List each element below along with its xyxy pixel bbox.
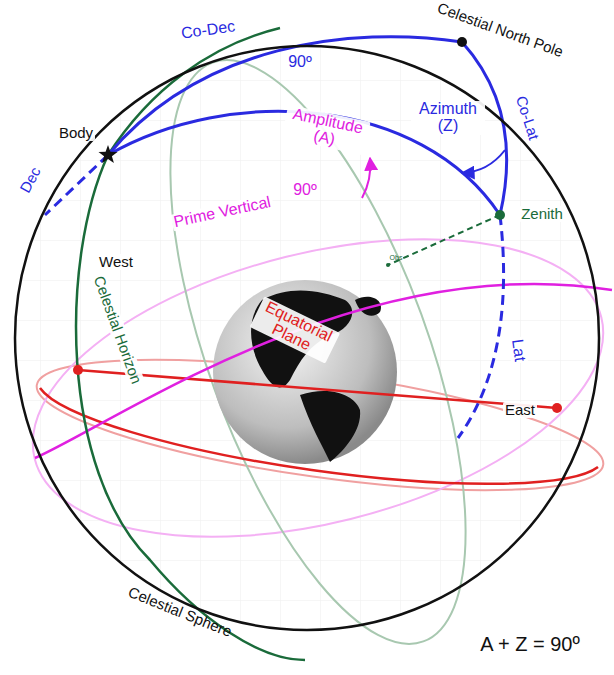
amplitude-arrow bbox=[362, 158, 370, 198]
point-label: West bbox=[97, 254, 135, 270]
north-pole-dot bbox=[457, 37, 467, 47]
dec-line bbox=[45, 155, 108, 215]
celestial-horizon-back bbox=[109, 25, 526, 675]
celestial-sphere-outline bbox=[15, 46, 599, 630]
line-label: Dec bbox=[16, 163, 44, 197]
angle-label: Azimuth (Z) bbox=[411, 101, 485, 135]
observer-line bbox=[388, 215, 500, 265]
body-label: Body bbox=[57, 125, 95, 141]
point-label: Obs bbox=[388, 254, 405, 261]
prime-vertical-back bbox=[2, 186, 614, 589]
west-dot bbox=[73, 365, 83, 375]
angle-label: 90º bbox=[291, 182, 319, 199]
body-star bbox=[99, 145, 118, 163]
east-dot bbox=[552, 403, 562, 413]
celestial-horizon-top bbox=[108, 28, 280, 155]
angle-label: 90º bbox=[286, 54, 314, 71]
arc-label: Co-Dec bbox=[178, 18, 238, 43]
point-label: Zenith bbox=[519, 206, 565, 222]
observer-dot bbox=[386, 263, 390, 267]
prime-vertical bbox=[35, 284, 612, 458]
equation-label: A + Z = 90º bbox=[478, 634, 582, 655]
zenith-dot bbox=[495, 210, 505, 220]
equatorial-plane bbox=[40, 388, 598, 484]
point-label: East bbox=[503, 402, 537, 418]
pole-label: Celestial North Pole bbox=[433, 0, 567, 61]
line-label: Lat bbox=[508, 336, 528, 364]
celestial-horizon bbox=[76, 155, 305, 660]
azimuth-arrow bbox=[462, 150, 505, 173]
south-america bbox=[300, 391, 360, 462]
lat-line bbox=[458, 215, 504, 438]
